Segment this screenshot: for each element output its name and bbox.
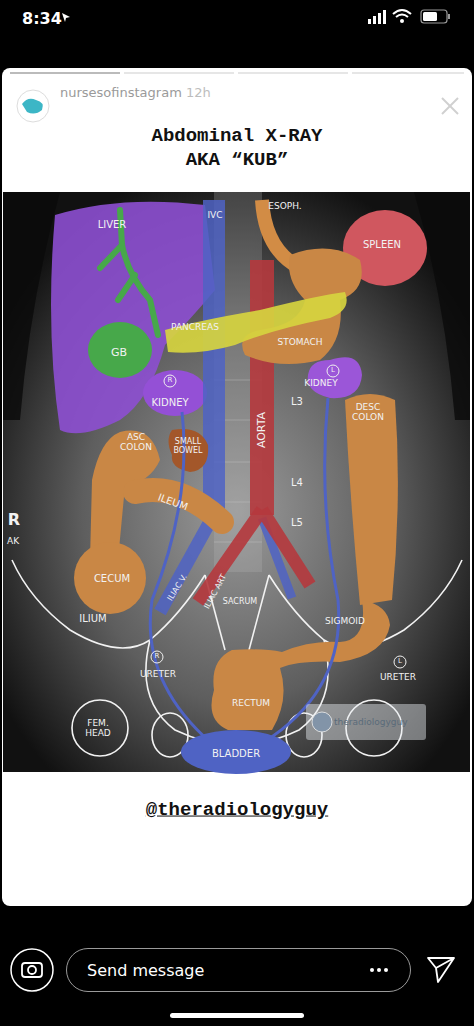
title: Abdominal X-RAY AKA “KUB” [137, 124, 337, 172]
part-label: DESC COLON [348, 403, 388, 423]
home-indicator [170, 1013, 304, 1018]
part-label: L [398, 658, 402, 666]
side-circles [151, 365, 406, 668]
part-label: AORTA [256, 412, 268, 448]
story-card [2, 68, 472, 906]
liver [51, 202, 215, 434]
battery-tip [448, 14, 450, 19]
camera-lens [28, 966, 36, 974]
part-label: KIDNEY [304, 379, 337, 389]
part-label: GB [111, 347, 127, 359]
small-bowel [169, 429, 209, 472]
signal-icon [368, 10, 386, 24]
left-kidney [308, 357, 362, 398]
part-label: SPLEEN [363, 239, 401, 250]
part-label: LIVER [98, 219, 127, 230]
part-label: CECUM [94, 573, 130, 584]
part-label: SIGMOID [325, 617, 365, 627]
gallbladder [88, 322, 152, 378]
part-label: URETER [140, 670, 176, 680]
part-label: L5 [291, 517, 303, 528]
avatar [17, 90, 49, 122]
battery-icon [421, 10, 447, 23]
part-label: ILIUM [79, 613, 106, 624]
part-label: BLADDER [212, 748, 260, 759]
wifi-icon [393, 10, 411, 17]
progress-bars [10, 72, 464, 74]
part-label: SMALL BOWEL [168, 438, 208, 456]
part-label: R [168, 377, 173, 385]
part-label: R [155, 653, 160, 661]
part-label: nursesofinstagram [60, 86, 182, 100]
message-input: Send message [66, 948, 411, 992]
pancreas [165, 292, 347, 353]
part-label: 12h [186, 86, 211, 100]
part-label: ILIAC V. [166, 573, 189, 603]
battery-level [423, 12, 437, 21]
right-kidney [143, 370, 207, 416]
camera-icon [22, 963, 42, 977]
camera-button [11, 949, 53, 991]
part-label: L4 [291, 477, 303, 488]
descending-colon [345, 394, 398, 605]
part-label: L3 [291, 396, 303, 407]
aorta [250, 260, 274, 515]
more-icon [370, 968, 388, 972]
part-label: RECTUM [232, 699, 270, 709]
part-label: URETER [380, 673, 416, 683]
part-label: R [8, 511, 20, 529]
part-label: 8:34 [22, 10, 62, 28]
send-icon [428, 958, 454, 982]
xray-shadow [414, 192, 470, 420]
cecum [74, 542, 146, 614]
part-label: ILEUM [157, 492, 190, 513]
part-label: L [331, 367, 335, 375]
ivc [203, 200, 225, 522]
xray-background [3, 192, 470, 772]
part-label: STOMACH [277, 338, 322, 348]
part-label: KIDNEY [151, 397, 188, 408]
wifi-dot [400, 19, 404, 23]
part-label: ESOPH. [268, 202, 301, 212]
part-label: SACRUM [223, 598, 257, 607]
part-label: FEM. HEAD [78, 719, 118, 739]
avatar-logo [22, 99, 43, 114]
node-text: Send message [87, 961, 410, 980]
part-label: ASC COLON [116, 433, 156, 453]
caption: @theradiologyguy [146, 800, 328, 821]
close-icon [442, 98, 458, 114]
ureters [150, 398, 338, 742]
ileum [135, 490, 222, 522]
watermark-box: theradiologyguy [306, 704, 426, 740]
part-label: PANCREAS [171, 323, 219, 333]
location-icon [62, 13, 70, 22]
bladder [181, 730, 291, 774]
part-label: IVC [207, 211, 222, 221]
node-text: theradiologyguy [334, 717, 422, 727]
part-label: AK [7, 537, 19, 547]
